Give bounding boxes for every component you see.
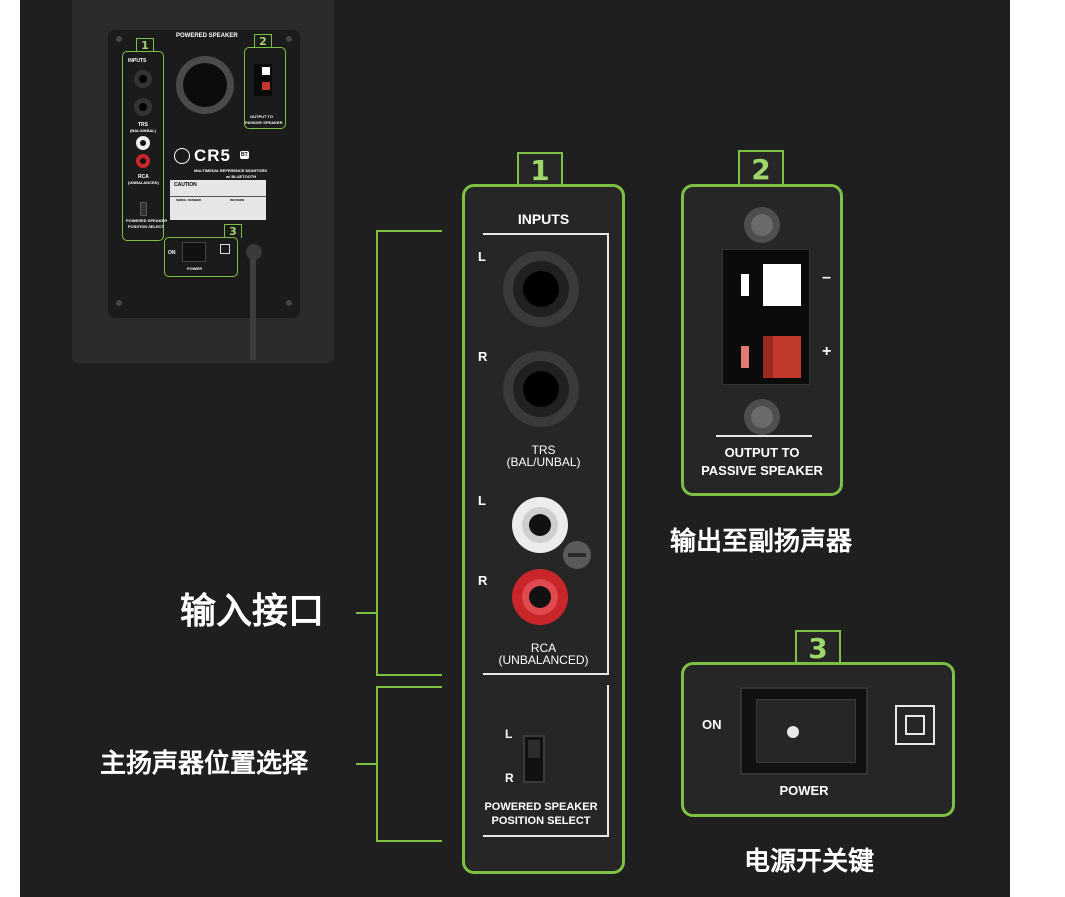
rca-sublabel: (UNBALANCED) [498, 653, 589, 667]
minus-sign: – [822, 269, 831, 286]
plus-terminal-slot [741, 346, 749, 368]
mini-output-label-2: PASSIVE SPEAKER [245, 120, 283, 125]
trs-r-jack [503, 351, 579, 427]
callout-3-number: 3 [795, 630, 841, 665]
mini-rca-l-jack [136, 136, 150, 150]
mini-trs-l-jack [134, 70, 152, 88]
callout-2-number: 2 [738, 150, 784, 186]
mini-serial-label: SERIAL NUMBER [176, 198, 201, 202]
plus-terminal[interactable] [763, 336, 801, 378]
mini-logo-sub-2: w/ BLUETOOTH [226, 174, 257, 179]
mini-header: POWERED SPEAKER [176, 33, 238, 39]
double-insulation-icon [895, 705, 935, 745]
mini-on-label: ON [168, 250, 176, 256]
output-caption: 输出至副扬声器 [670, 527, 853, 557]
output-label-1: OUTPUT TO [724, 445, 800, 460]
output-panel: – + OUTPUT TO PASSIVE SPEAKER [681, 184, 843, 496]
speaker-rear-panel: POWERED SPEAKER 1 INPUTS TRS (BAL/UNBAL)… [108, 30, 300, 360]
mini-rca-sub: (UNBALANCED) [128, 180, 159, 185]
bottom-binding-screw [744, 399, 780, 435]
mackie-logo-icon [174, 148, 190, 164]
bass-port [176, 56, 234, 114]
rca-l-label: L [478, 493, 486, 508]
mini-inputs-label: INPUTS [128, 58, 147, 64]
rca-label: RCA [530, 641, 557, 655]
mini-position-switch [140, 202, 147, 216]
rca-l-jack [512, 497, 568, 553]
inputs-bracket-tick [356, 612, 378, 614]
power-panel: ON POWER [681, 662, 955, 817]
mini-power-label: POWER [187, 266, 203, 271]
mini-logo: CR5 [194, 146, 232, 165]
mini-logo-sub-1: MULTIMEDIA REFERENCE MONITORS [194, 168, 268, 173]
power-label: POWER [779, 783, 829, 798]
inputs-caption: 输入接口 [180, 591, 325, 632]
mini-callout-3-number: 3 [224, 224, 242, 238]
trs-l-jack [503, 251, 579, 327]
mini-power-switch [182, 242, 206, 262]
mini-trs-label: TRS [138, 122, 148, 128]
position-bracket-tick [356, 763, 378, 765]
rca-r-jack [512, 569, 568, 625]
mini-warning-label: CAUTION SERIAL NUMBER REVISION [170, 180, 266, 220]
top-binding-screw [744, 207, 780, 243]
power-cord [250, 256, 256, 360]
trs-sublabel: (BAL/UNBAL) [506, 455, 581, 469]
mini-callout-2-number: 2 [254, 34, 272, 48]
position-caption: 主扬声器位置选择 [100, 749, 309, 779]
position-select-label-2: POSITION SELECT [491, 815, 591, 827]
mini-position-label-1: POWERED SPEAKER [126, 218, 168, 223]
mini-revision-label: REVISION [230, 198, 245, 202]
mini-logo-badge: BT [240, 151, 249, 159]
ground-screw [563, 541, 591, 569]
mini-trs-sub: (BAL/UNBAL) [130, 128, 156, 133]
rca-r-label: R [478, 573, 488, 588]
inputs-panel: INPUTS L R TRS (BAL/UNBAL) L R RCA (UNBA… [462, 184, 625, 874]
trs-l-label: L [478, 249, 486, 264]
mini-rca-label: RCA [138, 174, 149, 180]
mini-callout-1-number: 1 [136, 38, 154, 52]
minus-terminal-slot [741, 274, 749, 296]
mini-class2-icon [220, 244, 230, 254]
minus-terminal[interactable] [763, 264, 801, 306]
output-label-2: PASSIVE SPEAKER [701, 463, 823, 478]
inputs-title: INPUTS [517, 211, 570, 227]
position-bracket [376, 686, 442, 842]
mini-rca-r-jack [136, 154, 150, 168]
speaker-rear-thumbnail: POWERED SPEAKER 1 INPUTS TRS (BAL/UNBAL)… [72, 0, 334, 363]
power-switch[interactable] [740, 687, 868, 775]
trs-r-label: R [478, 349, 488, 364]
mini-position-label-2: POSITION SELECT [128, 224, 165, 229]
mini-callout-3-box [164, 237, 238, 277]
plus-sign: + [822, 343, 832, 360]
mini-callout-1-box [122, 51, 164, 241]
speaker-terminal-block [722, 249, 810, 385]
position-select-label-1: POWERED SPEAKER [484, 801, 598, 813]
trs-label: TRS [531, 443, 556, 457]
mini-callout-2-box [244, 47, 286, 129]
mini-warning-text: CAUTION [174, 182, 197, 188]
mini-trs-r-jack [134, 98, 152, 116]
mini-terminal-block [254, 64, 272, 96]
callout-1-number: 1 [517, 152, 563, 187]
position-select-switch[interactable] [523, 735, 545, 783]
switch-l-label: L [505, 727, 513, 741]
power-on-dot-icon [787, 726, 799, 738]
switch-r-label: R [505, 771, 514, 785]
inputs-bracket [376, 230, 442, 676]
power-rocker[interactable] [756, 699, 856, 763]
on-label: ON [702, 717, 722, 732]
power-caption: 电源开关键 [744, 847, 875, 877]
mini-output-label-1: OUTPUT TO [250, 114, 274, 119]
